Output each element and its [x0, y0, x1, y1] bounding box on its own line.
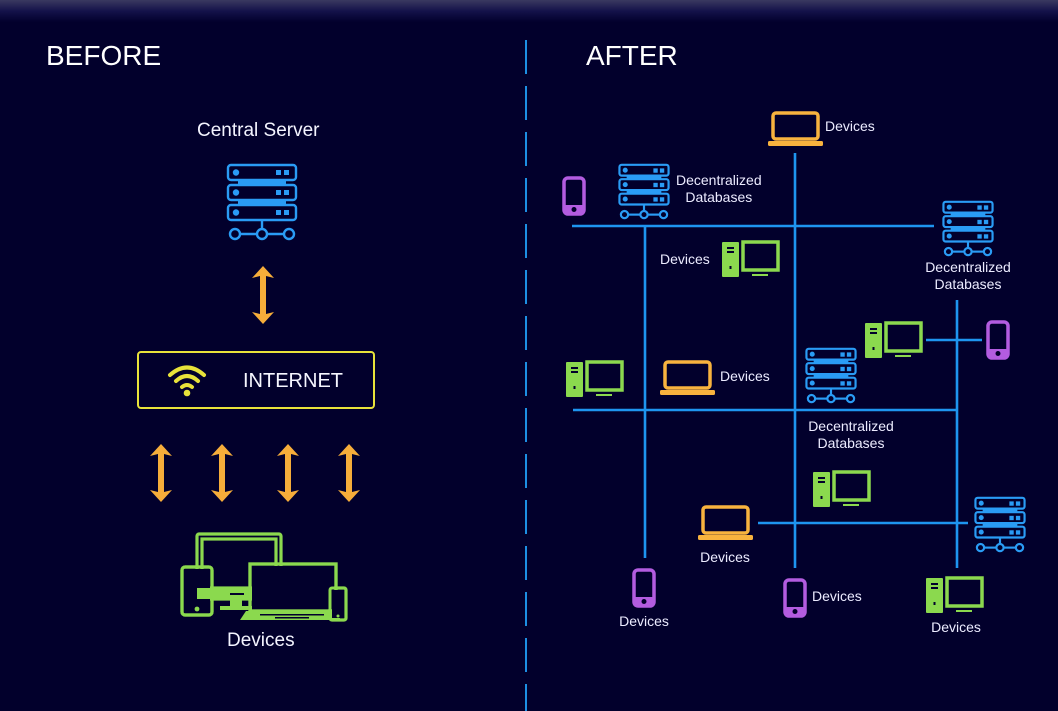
server-rack-icon	[226, 163, 298, 241]
laptop-icon	[660, 360, 715, 395]
label-line: Databases	[685, 189, 753, 205]
laptop-icon	[768, 111, 823, 146]
desktop-computer-icon	[722, 240, 780, 277]
desktop-computer-icon	[566, 360, 624, 397]
decentralized-databases-label: Decentralized Databases	[800, 418, 902, 452]
after-heading: AFTER	[586, 40, 678, 71]
devices-label: Devices	[812, 588, 862, 604]
wifi-icon	[168, 365, 206, 397]
before-heading: BEFORE	[46, 40, 162, 71]
central-server-label: Central Server	[197, 120, 320, 141]
decentralized-databases-label: Decentralized Databases	[676, 172, 762, 206]
desktop-computer-icon	[813, 470, 871, 507]
devices-label: Devices	[227, 630, 295, 651]
desktop-computer-icon	[926, 576, 984, 613]
smartphone-icon	[632, 568, 656, 608]
laptop-icon	[698, 505, 753, 540]
double-arrow-vertical-icon	[211, 444, 233, 502]
label-line: Decentralized	[808, 418, 894, 434]
section-divider	[525, 40, 527, 711]
devices-label: Devices	[660, 251, 710, 267]
double-arrow-vertical-icon	[277, 444, 299, 502]
smartphone-icon	[562, 176, 586, 216]
double-arrow-vertical-icon	[338, 444, 360, 502]
multi-device-icon	[180, 532, 348, 622]
internet-label: INTERNET	[243, 370, 343, 392]
devices-label: Devices	[825, 118, 875, 134]
label-line: Decentralized	[925, 259, 1011, 275]
top-gradient-bar	[0, 0, 1058, 22]
desktop-computer-icon	[865, 321, 923, 358]
smartphone-icon	[986, 320, 1010, 360]
internet-box: INTERNET	[137, 351, 375, 409]
label-line: Databases	[817, 435, 885, 451]
devices-label: Devices	[720, 368, 770, 384]
double-arrow-vertical-icon	[252, 266, 274, 324]
label-line: Databases	[934, 276, 1002, 292]
database-server-icon	[942, 200, 994, 257]
devices-label: Devices	[931, 619, 981, 635]
devices-label: Devices	[619, 613, 669, 629]
double-arrow-vertical-icon	[150, 444, 172, 502]
database-server-icon	[805, 347, 857, 404]
database-server-icon	[618, 163, 670, 220]
smartphone-icon	[783, 578, 807, 618]
label-line: Decentralized	[676, 172, 762, 188]
decentralized-databases-label: Decentralized Databases	[918, 259, 1018, 293]
database-server-icon	[974, 496, 1026, 553]
devices-label: Devices	[700, 549, 750, 565]
